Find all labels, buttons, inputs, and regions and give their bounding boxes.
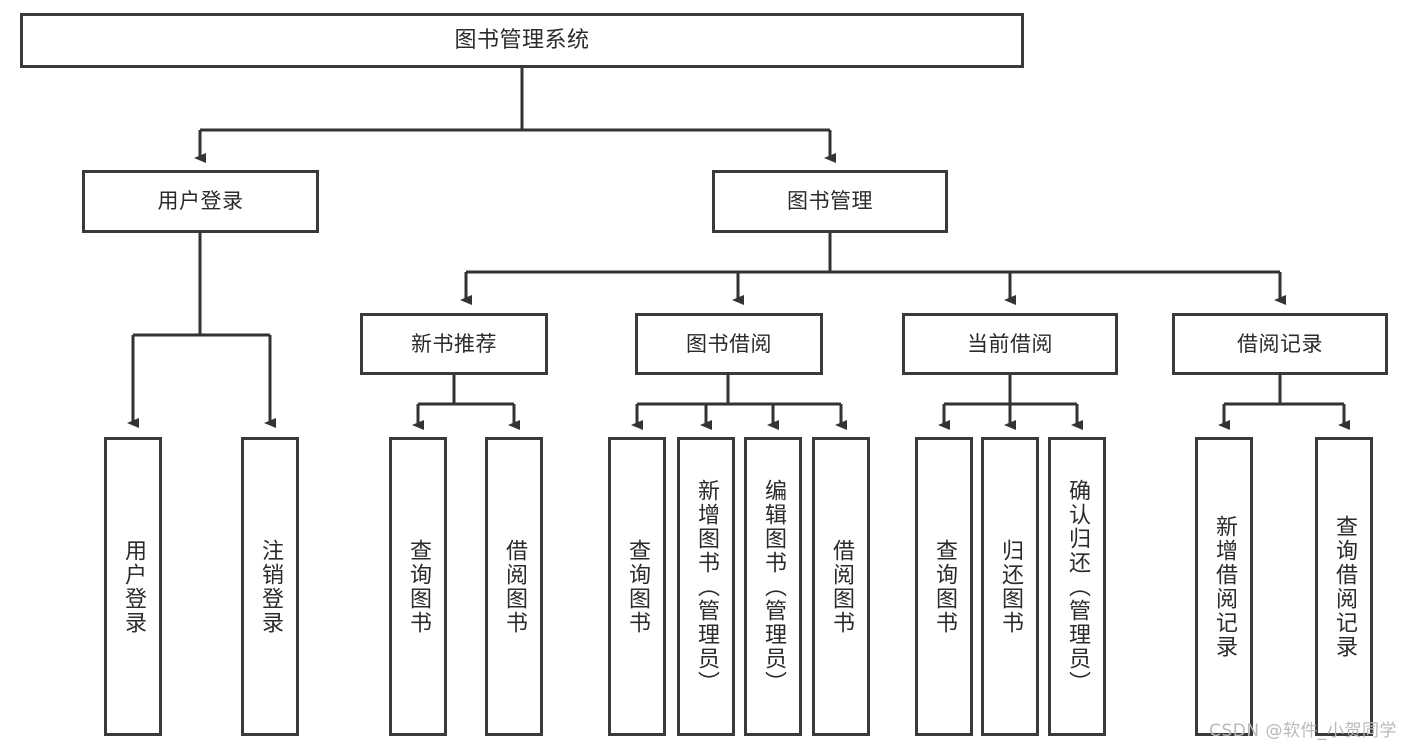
node-label: 归还图书 xyxy=(997,538,1023,635)
node-book-management[interactable]: 图书管理 xyxy=(712,170,948,233)
leaf-current-query-book[interactable]: 查询图书 xyxy=(915,437,973,736)
leaf-new-book-borrow[interactable]: 借阅图书 xyxy=(485,437,543,736)
leaf-current-confirm-return-admin[interactable]: 确认归还（管理员） xyxy=(1048,437,1106,736)
leaf-borrow-add-book-admin[interactable]: 新增图书（管理员） xyxy=(677,437,735,736)
node-label: 查询图书 xyxy=(405,538,431,635)
node-label: 用户登录 xyxy=(120,538,146,635)
leaf-borrow-query-book[interactable]: 查询图书 xyxy=(608,437,666,736)
node-label: 借阅图书 xyxy=(828,538,854,635)
node-book-borrow[interactable]: 图书借阅 xyxy=(635,313,823,375)
node-user-login[interactable]: 用户登录 xyxy=(82,170,319,233)
watermark-text: CSDN @软件_小贺同学 xyxy=(1209,721,1397,741)
node-label: 查询图书 xyxy=(931,538,957,635)
leaf-record-query-record[interactable]: 查询借阅记录 xyxy=(1315,437,1373,736)
node-label: 编辑图书（管理员） xyxy=(760,478,786,695)
node-label: 图书管理系统 xyxy=(454,27,590,53)
node-label: 新书推荐 xyxy=(411,331,497,356)
leaf-current-return-book[interactable]: 归还图书 xyxy=(981,437,1039,736)
leaf-borrow-borrow-book[interactable]: 借阅图书 xyxy=(812,437,870,736)
node-label: 新增借阅记录 xyxy=(1211,514,1237,659)
node-label: 查询借阅记录 xyxy=(1331,514,1357,659)
node-label: 图书借阅 xyxy=(686,331,772,356)
node-root-system[interactable]: 图书管理系统 xyxy=(20,13,1024,68)
node-label: 用户登录 xyxy=(157,189,244,214)
leaf-record-add-record[interactable]: 新增借阅记录 xyxy=(1195,437,1253,736)
node-current-borrow[interactable]: 当前借阅 xyxy=(902,313,1118,375)
node-borrow-record[interactable]: 借阅记录 xyxy=(1172,313,1388,375)
node-label: 查询图书 xyxy=(624,538,650,635)
leaf-user-login-logout[interactable]: 注销登录 xyxy=(241,437,299,736)
node-label: 注销登录 xyxy=(257,538,283,635)
node-label: 新增图书（管理员） xyxy=(693,478,719,695)
node-new-book-recommend[interactable]: 新书推荐 xyxy=(360,313,548,375)
node-label: 当前借阅 xyxy=(967,331,1053,356)
node-label: 借阅记录 xyxy=(1237,331,1323,356)
node-label: 确认归还（管理员） xyxy=(1064,478,1090,695)
node-label: 图书管理 xyxy=(787,189,873,214)
node-label: 借阅图书 xyxy=(501,538,527,635)
leaf-user-login-login[interactable]: 用户登录 xyxy=(104,437,162,736)
leaf-new-book-query[interactable]: 查询图书 xyxy=(389,437,447,736)
leaf-borrow-edit-book-admin[interactable]: 编辑图书（管理员） xyxy=(744,437,802,736)
